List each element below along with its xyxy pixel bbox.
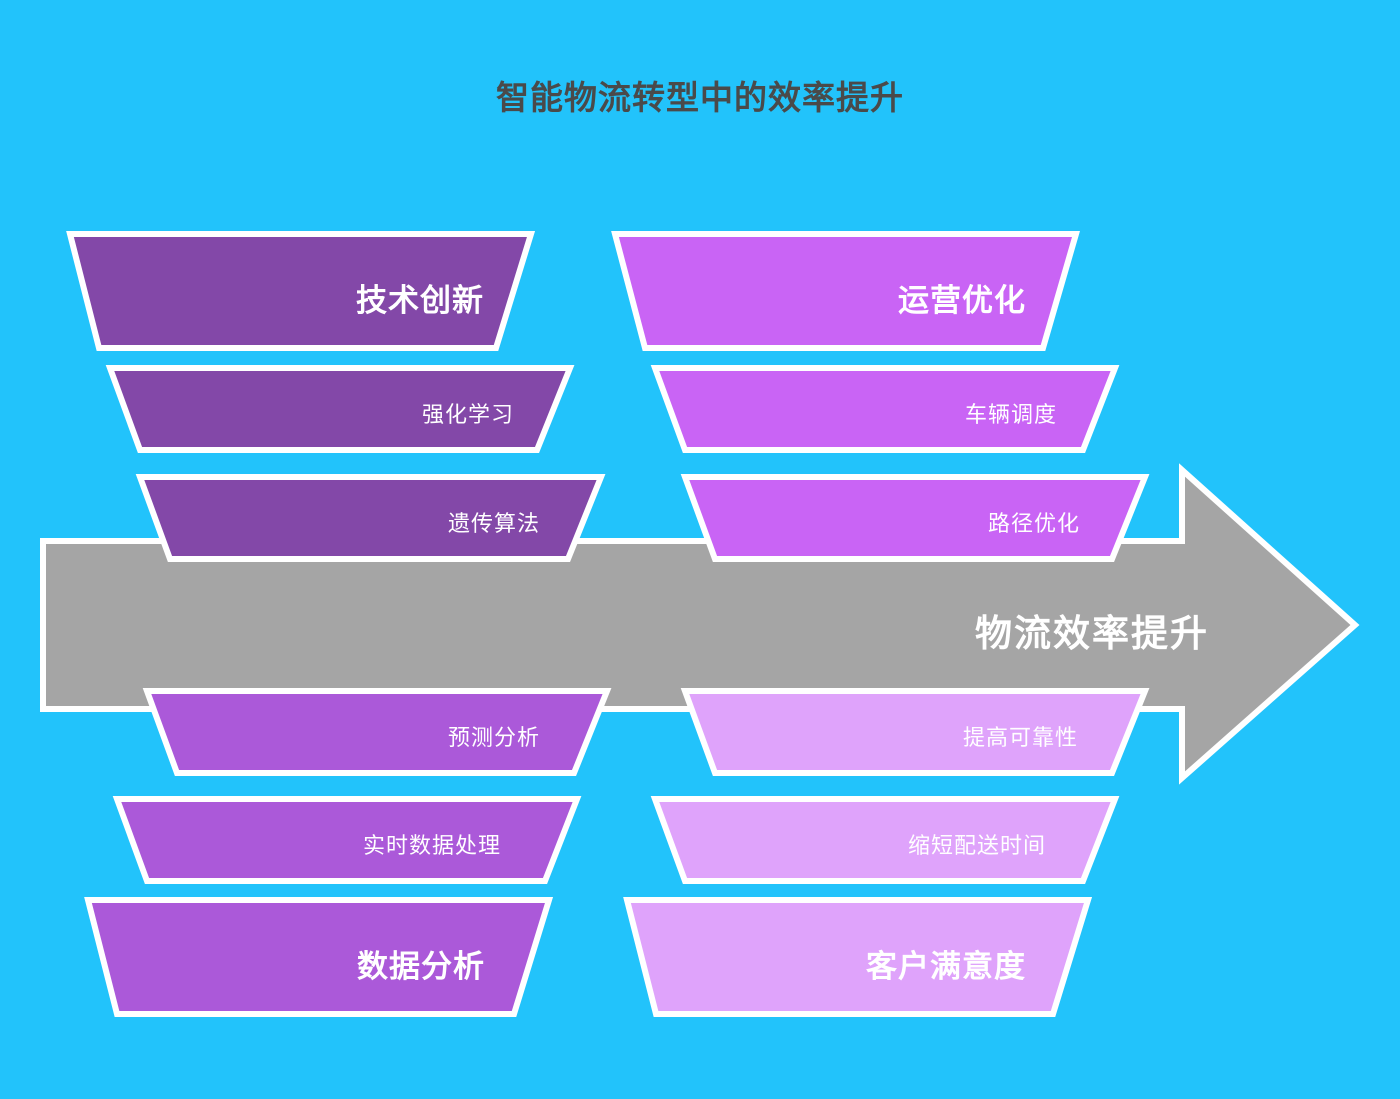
bar-bottom-right-header[interactable] [623,897,1093,1017]
bar-bottom-left-header[interactable] [84,897,554,1017]
bar-top-left-item-1[interactable] [135,474,606,562]
bar-bottom-right-item-0[interactable] [680,688,1150,776]
bar-top-right-item-0[interactable] [650,365,1120,453]
bar-top-left-header[interactable] [66,231,536,351]
bar-top-right-header[interactable] [611,231,1080,351]
bar-bottom-left-item-1[interactable] [112,796,582,884]
bar-bottom-left-item-0[interactable] [142,688,612,776]
page-title: 智能物流转型中的效率提升 [496,79,904,116]
bar-top-right-item-1[interactable] [680,474,1150,562]
bar-bottom-right-item-1[interactable] [650,796,1120,884]
bar-top-left-item-0[interactable] [105,365,575,453]
